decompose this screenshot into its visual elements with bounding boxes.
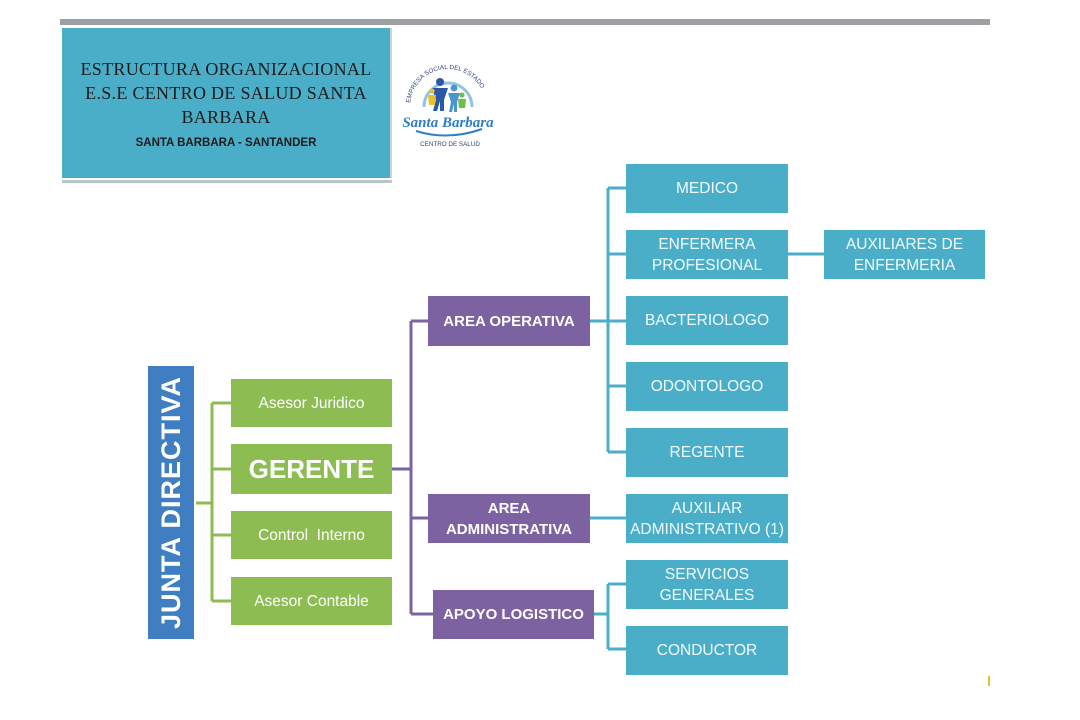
- node-nurse: ENFERMERA PROFESIONAL: [626, 230, 788, 279]
- title-underline: [62, 180, 392, 183]
- node-nursing-aides-line-1: AUXILIARES DE: [845, 235, 964, 253]
- node-nursing-aides: AUXILIARES DE ENFERMERIA: [824, 230, 985, 279]
- node-nurse-line-2: PROFESIONAL: [651, 256, 763, 274]
- title-line-1: ESTRUCTURA ORGANIZACIONAL: [80, 59, 372, 79]
- node-regent: REGENTE: [626, 428, 788, 477]
- node-manager-label: GERENTE: [248, 453, 375, 484]
- node-internal-control: Control Interno: [231, 511, 392, 559]
- node-admin-assistant-line-2: ADMINISTRATIVO (1): [630, 520, 784, 538]
- node-doctor-label: MEDICO: [676, 180, 738, 197]
- node-general-services-line-1: SERVICIOS: [664, 565, 750, 583]
- node-legal-advisor: Asesor Juridico: [231, 379, 392, 427]
- node-bacteriologist-label: BACTERIOLOGO: [644, 312, 770, 329]
- board-label: JUNTA DIRECTIVA: [155, 375, 186, 630]
- node-area-operative-label: AREA OPERATIVA: [443, 312, 575, 330]
- node-area-administrative: AREA ADMINISTRATIVA: [428, 494, 590, 543]
- node-doctor: MEDICO: [626, 164, 788, 213]
- node-admin-assistant: AUXILIAR ADMINISTRATIVO (1): [626, 494, 788, 543]
- node-area-administrative-line-1: AREA: [487, 499, 531, 517]
- santa-barbara-logo: EMPRESA SOCIAL DEL ESTADO Santa Barbara …: [394, 55, 502, 150]
- board-node: JUNTA DIRECTIVA: [148, 366, 194, 639]
- node-accounting-advisor: Asesor Contable: [231, 577, 392, 625]
- node-area-administrative-line-2: ADMINISTRATIVA: [445, 520, 573, 538]
- node-area-operative: AREA OPERATIVA: [428, 296, 590, 346]
- node-nursing-aides-line-2: ENFERMERIA: [853, 256, 956, 274]
- node-driver-label: CONDUCTOR: [656, 642, 758, 659]
- logo-bottom-text: CENTRO DE SALUD: [420, 141, 480, 148]
- node-accounting-advisor-label: Asesor Contable: [254, 592, 369, 610]
- node-dentist: ODONTOLOGO: [626, 362, 788, 411]
- node-legal-advisor-label: Asesor Juridico: [258, 394, 365, 412]
- node-dentist-label: ODONTOLOGO: [650, 378, 764, 395]
- node-logistics-support: APOYO LOGISTICO: [433, 590, 594, 639]
- node-admin-assistant-line-1: AUXILIAR: [671, 499, 743, 517]
- node-logistics-support-label: APOYO LOGISTICO: [443, 606, 584, 623]
- node-general-services-line-2: GENERALES: [659, 586, 755, 604]
- title-line-3: BARBARA: [181, 107, 271, 127]
- title-box: ESTRUCTURA ORGANIZACIONAL E.S.E CENTRO D…: [62, 28, 392, 178]
- title-subtitle: SANTA BARBARA - SANTANDER: [135, 137, 317, 149]
- corner-mark: [988, 676, 990, 686]
- top-divider: [60, 19, 990, 25]
- node-driver: CONDUCTOR: [626, 626, 788, 675]
- title-line-2: E.S.E CENTRO DE SALUD SANTA: [85, 83, 367, 103]
- node-manager: GERENTE: [231, 444, 392, 494]
- node-regent-label: REGENTE: [669, 444, 745, 461]
- node-nurse-line-1: ENFERMERA: [658, 235, 756, 253]
- logo-name: Santa Barbara: [402, 115, 494, 131]
- node-internal-control-label: Control Interno: [258, 526, 365, 544]
- node-general-services: SERVICIOS GENERALES: [626, 560, 788, 609]
- node-bacteriologist: BACTERIOLOGO: [626, 296, 788, 345]
